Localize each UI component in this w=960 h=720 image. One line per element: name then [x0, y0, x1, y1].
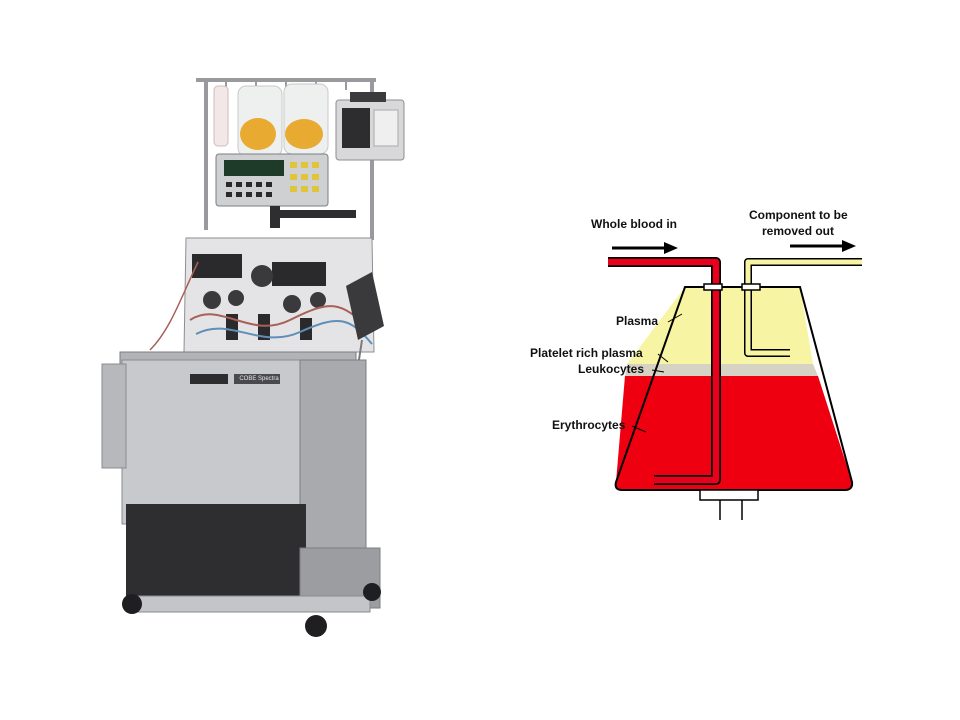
erythrocyte-layer [615, 376, 853, 490]
container-base [699, 489, 759, 520]
fluid-bags [213, 83, 329, 157]
container-outline [614, 286, 854, 491]
leukocytes-label: Leukocytes [578, 362, 644, 376]
pump-deck [149, 237, 375, 353]
cabinet [101, 351, 381, 613]
component-out-label-line2: removed out [762, 224, 834, 238]
platelet-rich-plasma-label: Platelet rich plasma [530, 346, 643, 360]
component-out-label-line1: Component to be [749, 208, 848, 222]
inflow-arrow [612, 242, 678, 254]
leader-lines [631, 313, 683, 433]
machine-brand-label: COBE Spectra [239, 376, 279, 382]
plasma-label: Plasma [616, 314, 658, 328]
erythrocytes-label: Erythrocytes [552, 418, 626, 432]
inlet-tube [608, 257, 721, 485]
outflow-arrow [790, 240, 856, 252]
whole-blood-in-label: Whole blood in [591, 217, 677, 231]
outlet-tube [744, 258, 862, 357]
lid-ports [703, 283, 761, 291]
syringe-pump [335, 92, 405, 161]
buffy-coat-layer [625, 364, 818, 376]
wheels [122, 583, 381, 637]
control-panel [215, 153, 356, 228]
